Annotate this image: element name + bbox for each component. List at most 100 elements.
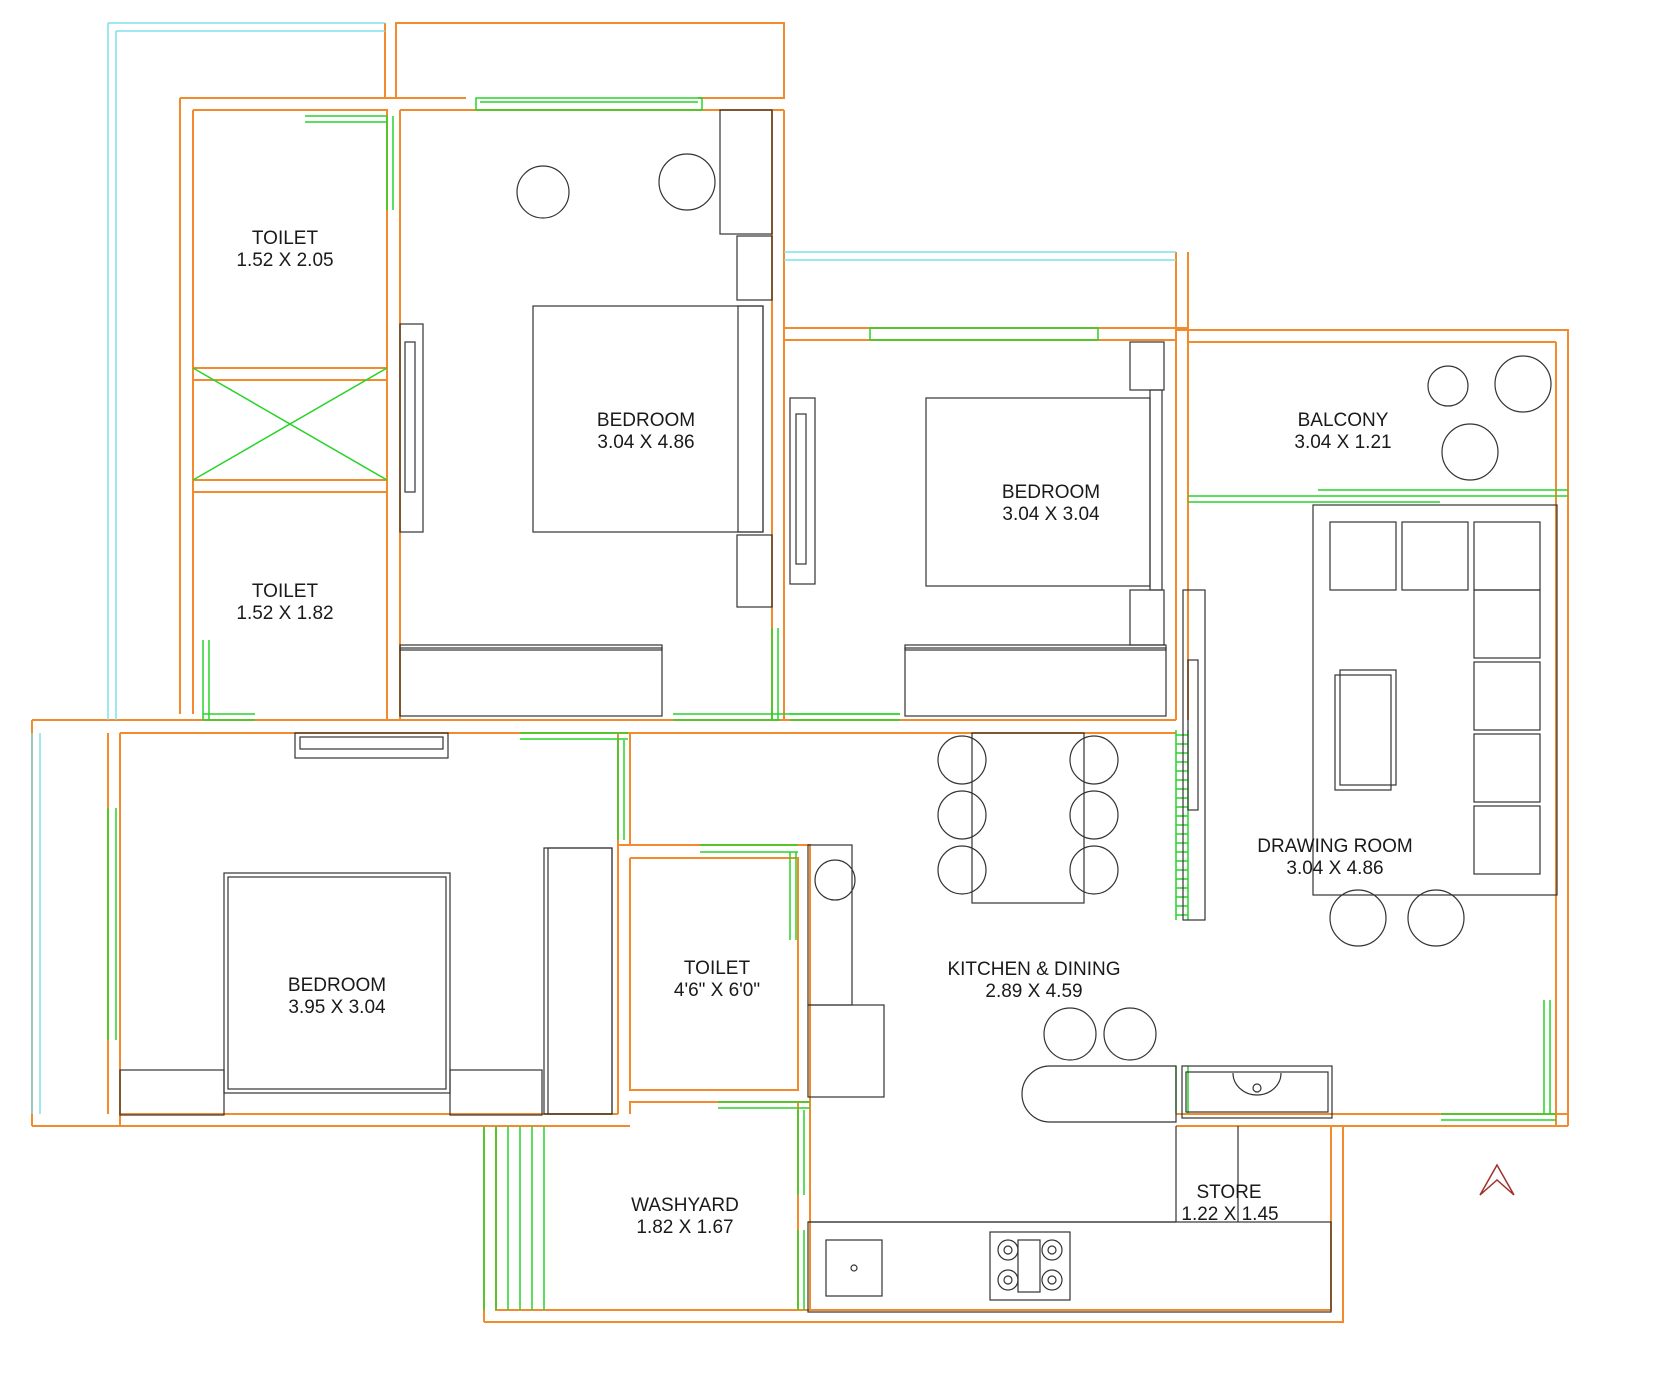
- store-size: 1.22 X 1.45: [1181, 1204, 1278, 1225]
- hob: [989, 1231, 1071, 1301]
- bedroom-2-size: 3.04 X 3.04: [1002, 504, 1100, 525]
- burner: [997, 1269, 1019, 1291]
- desk-edge: [399, 644, 663, 651]
- washing-machine: [814, 859, 856, 901]
- side-table: [449, 1069, 543, 1116]
- opening-16: [797, 1110, 805, 1195]
- balcony-size: 3.04 X 1.21: [1294, 432, 1391, 453]
- appliance: [807, 1004, 885, 1098]
- opening-23: [483, 1126, 545, 1310]
- wall-12: [617, 733, 811, 1114]
- dining-chair: [937, 735, 987, 785]
- tv-unit: [789, 397, 816, 585]
- room-labels: TOILET 1.52 X 2.05 TOILET 1.52 X 1.82 BE…: [236, 228, 1412, 1238]
- kitchen-dining-size: 2.89 X 4.59: [985, 981, 1082, 1002]
- opening-1: [305, 115, 387, 123]
- hob-control: [1017, 1239, 1041, 1293]
- opening-4: [202, 640, 210, 720]
- opening-7: [869, 327, 1099, 341]
- chair: [1494, 355, 1552, 413]
- sofa-cushion: [1329, 521, 1397, 591]
- glazing: [31, 22, 1176, 1114]
- chair: [658, 153, 716, 211]
- north-arrow-icon: [1479, 1163, 1515, 1196]
- openings: [107, 97, 1568, 1310]
- glazing-1: [784, 251, 1176, 261]
- side-table: [1129, 589, 1165, 646]
- sofa-cushion: [1473, 661, 1541, 731]
- chair: [516, 165, 570, 219]
- coffee-table: [1334, 674, 1392, 791]
- study-desk: [399, 647, 663, 717]
- opening-9: [673, 713, 900, 721]
- sofa-cushion: [1473, 521, 1541, 591]
- master-bedroom-size: 3.04 X 4.86: [597, 432, 694, 453]
- bedroom-3-size: 3.95 X 3.04: [288, 997, 386, 1018]
- breakfast-counter: [1021, 1065, 1177, 1123]
- pouf: [1407, 889, 1465, 947]
- opening-13: [789, 852, 797, 940]
- dining-chair: [937, 845, 987, 895]
- toilet-mid-size: 1.52 X 1.82: [236, 603, 333, 624]
- coffee-table-top: [1339, 669, 1397, 786]
- toilet-small-size: 4'6" X 6'0": [674, 980, 760, 1001]
- opening-10: [520, 732, 628, 740]
- bed: [223, 872, 451, 1094]
- opening-21: [1543, 1000, 1551, 1114]
- toilet-top-name: TOILET: [252, 228, 319, 249]
- wall-4: [400, 109, 785, 720]
- opening-11: [617, 740, 625, 840]
- side-table: [1129, 341, 1165, 391]
- toilet-small-name: TOILET: [684, 958, 751, 979]
- tv: [404, 341, 416, 493]
- stool: [1427, 365, 1469, 407]
- sofa-cushion: [1473, 805, 1541, 875]
- sofa-cushion: [1473, 733, 1541, 803]
- store-name: STORE: [1196, 1182, 1261, 1203]
- furniture: [119, 109, 1558, 1313]
- walls: [31, 22, 1569, 1323]
- dining-chair: [1069, 845, 1119, 895]
- sofa-outline: [1312, 504, 1558, 896]
- opening-15: [718, 1101, 810, 1109]
- sofa-cushion: [1473, 589, 1541, 659]
- bedroom-2-name: BEDROOM: [1002, 482, 1100, 503]
- tv-unit: [294, 732, 449, 759]
- desk-edge: [904, 644, 1167, 651]
- wall-7: [1176, 329, 1569, 1126]
- north-arrow-icon: [1479, 1163, 1515, 1196]
- opening-5: [203, 713, 255, 721]
- burner-core: [1003, 1245, 1013, 1255]
- bed-inner: [227, 876, 447, 1090]
- sink-basin: [1232, 1072, 1282, 1096]
- opening-17: [797, 1230, 805, 1310]
- sink-drain: [1252, 1083, 1262, 1093]
- dining-chair: [1069, 790, 1119, 840]
- drawing-room-name: DRAWING ROOM: [1257, 836, 1413, 857]
- wardrobe: [719, 109, 773, 235]
- drawing-room-size: 3.04 X 4.86: [1286, 858, 1383, 879]
- kitchen-sink-drain: [850, 1264, 858, 1272]
- wall-11: [32, 1113, 630, 1127]
- opening-18: [1188, 489, 1568, 503]
- sofa-cushion: [1401, 521, 1469, 591]
- wardrobe-inner: [547, 847, 613, 1115]
- dining-table: [971, 732, 1085, 904]
- wall-0: [180, 22, 785, 99]
- washyard-size: 1.82 X 1.67: [636, 1217, 733, 1238]
- side-table: [736, 235, 773, 301]
- burner: [997, 1239, 1019, 1261]
- dining-chair: [1069, 735, 1119, 785]
- glazing-0: [107, 22, 385, 720]
- kitchen-sink: [825, 1239, 883, 1297]
- toilet-top-size: 1.52 X 2.05: [236, 250, 333, 271]
- chair: [1441, 423, 1499, 481]
- opening-0: [475, 97, 703, 111]
- washyard-name: WASHYARD: [631, 1195, 739, 1216]
- wall-5: [783, 252, 1189, 720]
- burner-core: [1047, 1245, 1057, 1255]
- bar-stool: [1103, 1007, 1157, 1061]
- burner: [1041, 1269, 1063, 1291]
- burner-core: [1047, 1275, 1057, 1285]
